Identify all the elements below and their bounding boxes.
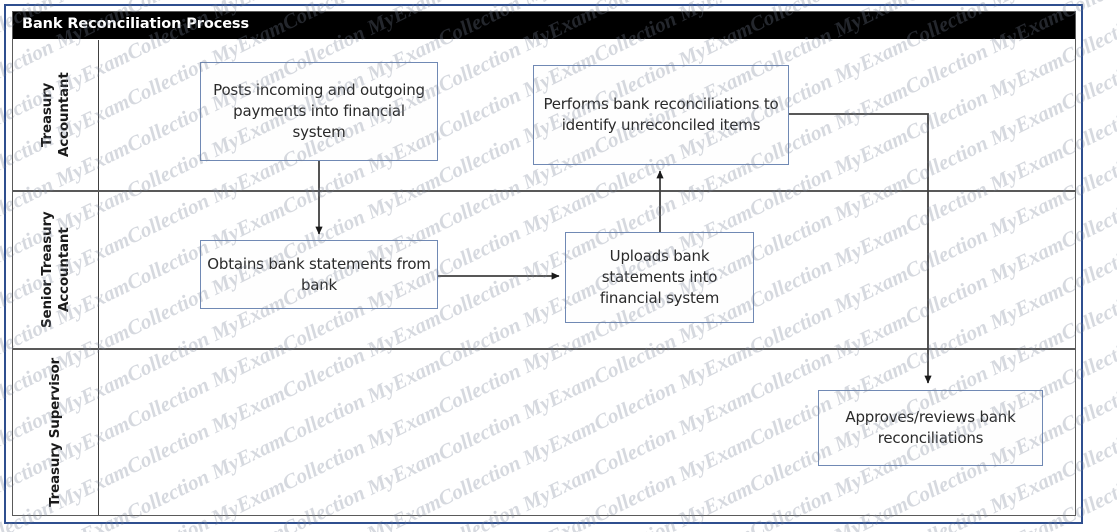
task-box-approves-reconciliations[interactable]: Approves/reviews bank reconciliations xyxy=(818,390,1043,466)
lane-header-divider-3 xyxy=(98,350,99,515)
lane-label-senior-treasury-accountant: Senior Treasury Accountant xyxy=(13,192,98,348)
lane-label-text: Treasury Supervisor xyxy=(47,358,64,507)
lane-label-text: Senior Treasury Accountant xyxy=(38,211,72,329)
task-box-obtains-statements[interactable]: Obtains bank statements from bank xyxy=(200,240,438,309)
task-box-performs-reconciliations[interactable]: Performs bank reconciliations to identif… xyxy=(533,65,789,165)
lane-label-treasury-supervisor: Treasury Supervisor xyxy=(13,350,98,515)
diagram-title-bar: Bank Reconciliation Process xyxy=(13,12,1075,39)
lane-divider-2 xyxy=(13,348,1075,350)
task-box-posts-payments[interactable]: Posts incoming and outgoing payments int… xyxy=(200,62,438,161)
task-text: Posts incoming and outgoing payments int… xyxy=(213,81,425,141)
lane-divider-1 xyxy=(13,190,1075,192)
task-text: Performs bank reconciliations to identif… xyxy=(543,95,779,134)
lane-label-treasury-accountant: Treasury Accountant xyxy=(13,40,98,190)
lane-label-text: Treasury Accountant xyxy=(38,72,72,158)
diagram-title: Bank Reconciliation Process xyxy=(22,16,249,32)
task-box-uploads-statements[interactable]: Uploads bank statements into financial s… xyxy=(565,232,754,323)
lane-header-divider-1 xyxy=(98,40,99,190)
lane-header-divider-2 xyxy=(98,192,99,348)
task-text: Approves/reviews bank reconciliations xyxy=(845,408,1016,447)
task-text: Uploads bank statements into financial s… xyxy=(599,247,720,307)
task-text: Obtains bank statements from bank xyxy=(207,254,431,294)
